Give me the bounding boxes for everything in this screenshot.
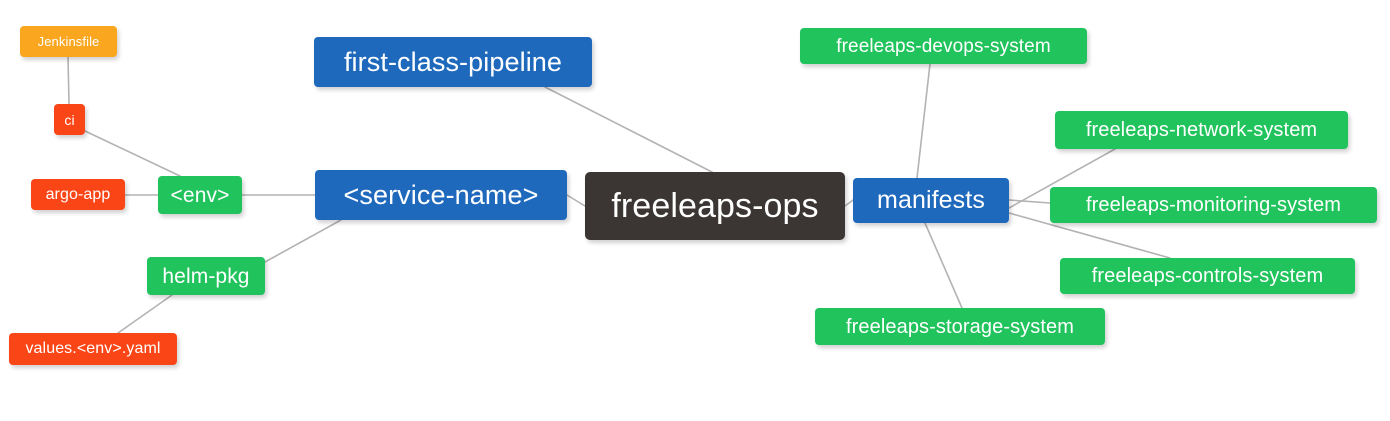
node-label-manifests: manifests	[877, 186, 985, 214]
node-env[interactable]: <env>	[158, 176, 242, 214]
edge-manifests-storage	[924, 222, 963, 309]
node-freeleaps-monitoring-system[interactable]: freeleaps-monitoring-system	[1050, 187, 1377, 223]
node-label-freeleaps-devops-system: freeleaps-devops-system	[836, 35, 1051, 57]
node-freeleaps-devops-system[interactable]: freeleaps-devops-system	[800, 28, 1087, 64]
edge-manifests-devops	[916, 63, 931, 179]
node-label-argo-app: argo-app	[45, 185, 111, 203]
node-freeleaps-ops[interactable]: freeleaps-ops	[585, 172, 845, 240]
node-argo-app[interactable]: argo-app	[31, 179, 125, 210]
edge-env-ci	[84, 130, 181, 177]
node-label-first-class-pipeline: first-class-pipeline	[343, 46, 563, 77]
node-freeleaps-storage-system[interactable]: freeleaps-storage-system	[815, 308, 1105, 345]
edge-service-helm	[264, 219, 342, 263]
node-label-freeleaps-controls-system: freeleaps-controls-system	[1091, 265, 1324, 287]
node-freeleaps-controls-system[interactable]: freeleaps-controls-system	[1060, 258, 1355, 294]
node-jenkinsfile[interactable]: Jenkinsfile	[20, 26, 117, 57]
node-values-env-yaml[interactable]: values.<env>.yaml	[9, 333, 177, 365]
edge-ops-pipeline	[544, 86, 713, 173]
edge-ops-manifests	[844, 199, 854, 207]
node-label-freeleaps-ops: freeleaps-ops	[611, 187, 819, 225]
edge-manifests-monitor	[1008, 199, 1051, 204]
node-label-values-env-yaml: values.<env>.yaml	[25, 340, 161, 357]
edge-ci-jenkinsfile	[67, 56, 70, 105]
node-label-freeleaps-network-system: freeleaps-network-system	[1085, 119, 1318, 141]
node-label-env: <env>	[170, 183, 230, 207]
node-label-jenkinsfile: Jenkinsfile	[37, 34, 100, 49]
node-helm-pkg[interactable]: helm-pkg	[147, 257, 265, 295]
edge-ops-service	[566, 194, 586, 207]
node-label-service-name: <service-name>	[343, 179, 539, 210]
node-freeleaps-network-system[interactable]: freeleaps-network-system	[1055, 111, 1348, 149]
node-first-class-pipeline[interactable]: first-class-pipeline	[314, 37, 592, 87]
node-service-name[interactable]: <service-name>	[315, 170, 567, 220]
node-label-ci: ci	[64, 111, 75, 128]
node-label-freeleaps-monitoring-system: freeleaps-monitoring-system	[1085, 194, 1341, 216]
edge-helm-values	[117, 294, 173, 334]
node-label-freeleaps-storage-system: freeleaps-storage-system	[845, 315, 1075, 338]
node-label-helm-pkg: helm-pkg	[162, 264, 250, 288]
node-manifests[interactable]: manifests	[853, 178, 1009, 223]
node-ci[interactable]: ci	[54, 104, 85, 135]
